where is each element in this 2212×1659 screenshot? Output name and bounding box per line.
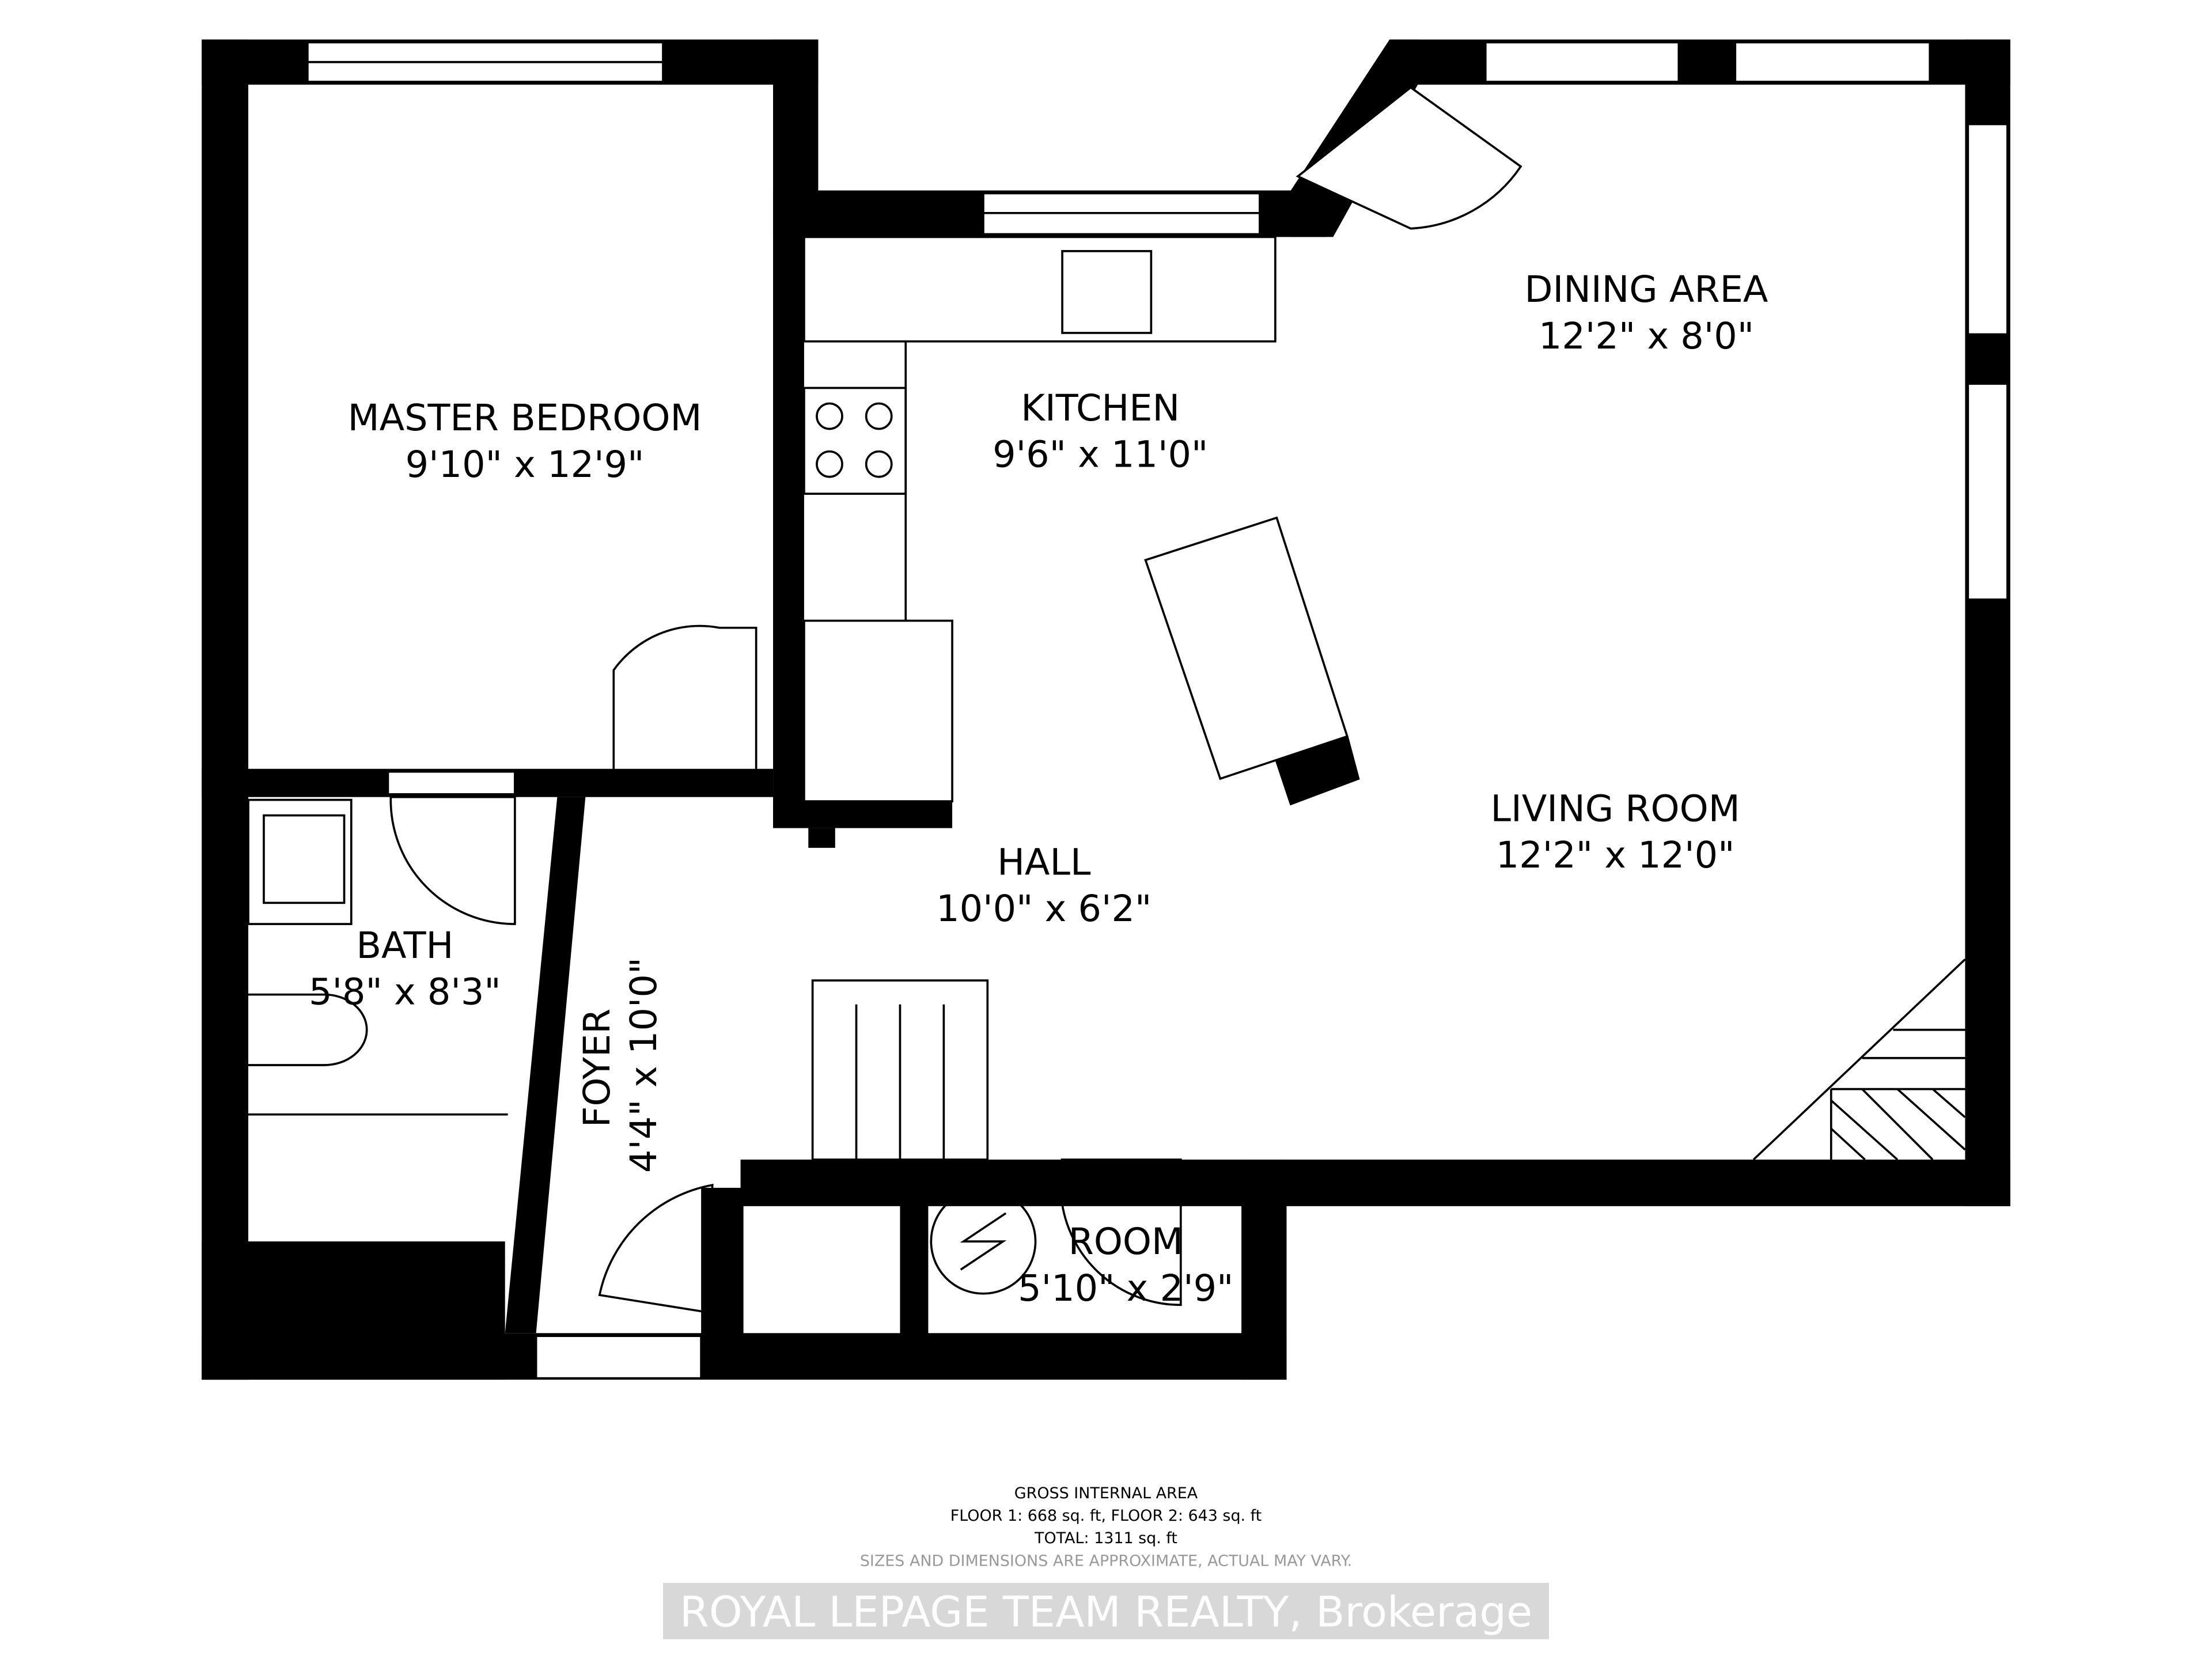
room-name: ROOM — [1069, 1221, 1183, 1263]
master-bedroom-name: MASTER BEDROOM — [348, 397, 702, 440]
doors — [389, 86, 1522, 1313]
kitchen-size: 9'6" x 11'0" — [993, 434, 1208, 476]
footer: GROSS INTERNAL AREA FLOOR 1: 668 sq. ft,… — [663, 1484, 1549, 1639]
hall-size: 10'0" x 6'2" — [936, 888, 1152, 930]
watermark-band — [663, 1582, 1549, 1639]
master-bedroom-size: 9'10" x 12'9" — [406, 444, 645, 486]
foyer-name: FOYER — [576, 1009, 619, 1128]
bath-size: 5'8" x 8'3" — [309, 971, 501, 1014]
watermark: ROYAL LEPAGE TEAM REALTY, Brokerage — [680, 1588, 1532, 1637]
kitchen-name: KITCHEN — [1021, 387, 1180, 430]
hall-name: HALL — [997, 841, 1091, 884]
gross-area-title: GROSS INTERNAL AREA — [1014, 1484, 1198, 1502]
bath-name: BATH — [356, 925, 453, 967]
room-size: 5'10" x 2'9" — [1018, 1267, 1233, 1310]
dining-area-name: DINING AREA — [1525, 268, 1768, 311]
dining-area-size: 12'2" x 8'0" — [1539, 315, 1754, 358]
disclaimer: SIZES AND DIMENSIONS ARE APPROXIMATE, AC… — [860, 1552, 1352, 1570]
living-room-size: 12'2" x 12'0" — [1496, 834, 1735, 877]
windows — [306, 41, 2009, 1380]
fixtures — [247, 236, 1966, 1161]
room-labels: MASTER BEDROOM 9'10" x 12'9" KITCHEN 9'6… — [309, 268, 1768, 1310]
foyer-size: 4'4" x 10'0" — [623, 957, 665, 1173]
living-room-name: LIVING ROOM — [1491, 787, 1740, 830]
floor-areas: FLOOR 1: 668 sq. ft, FLOOR 2: 643 sq. ft — [950, 1507, 1262, 1525]
total-area: TOTAL: 1311 sq. ft — [1034, 1529, 1177, 1547]
